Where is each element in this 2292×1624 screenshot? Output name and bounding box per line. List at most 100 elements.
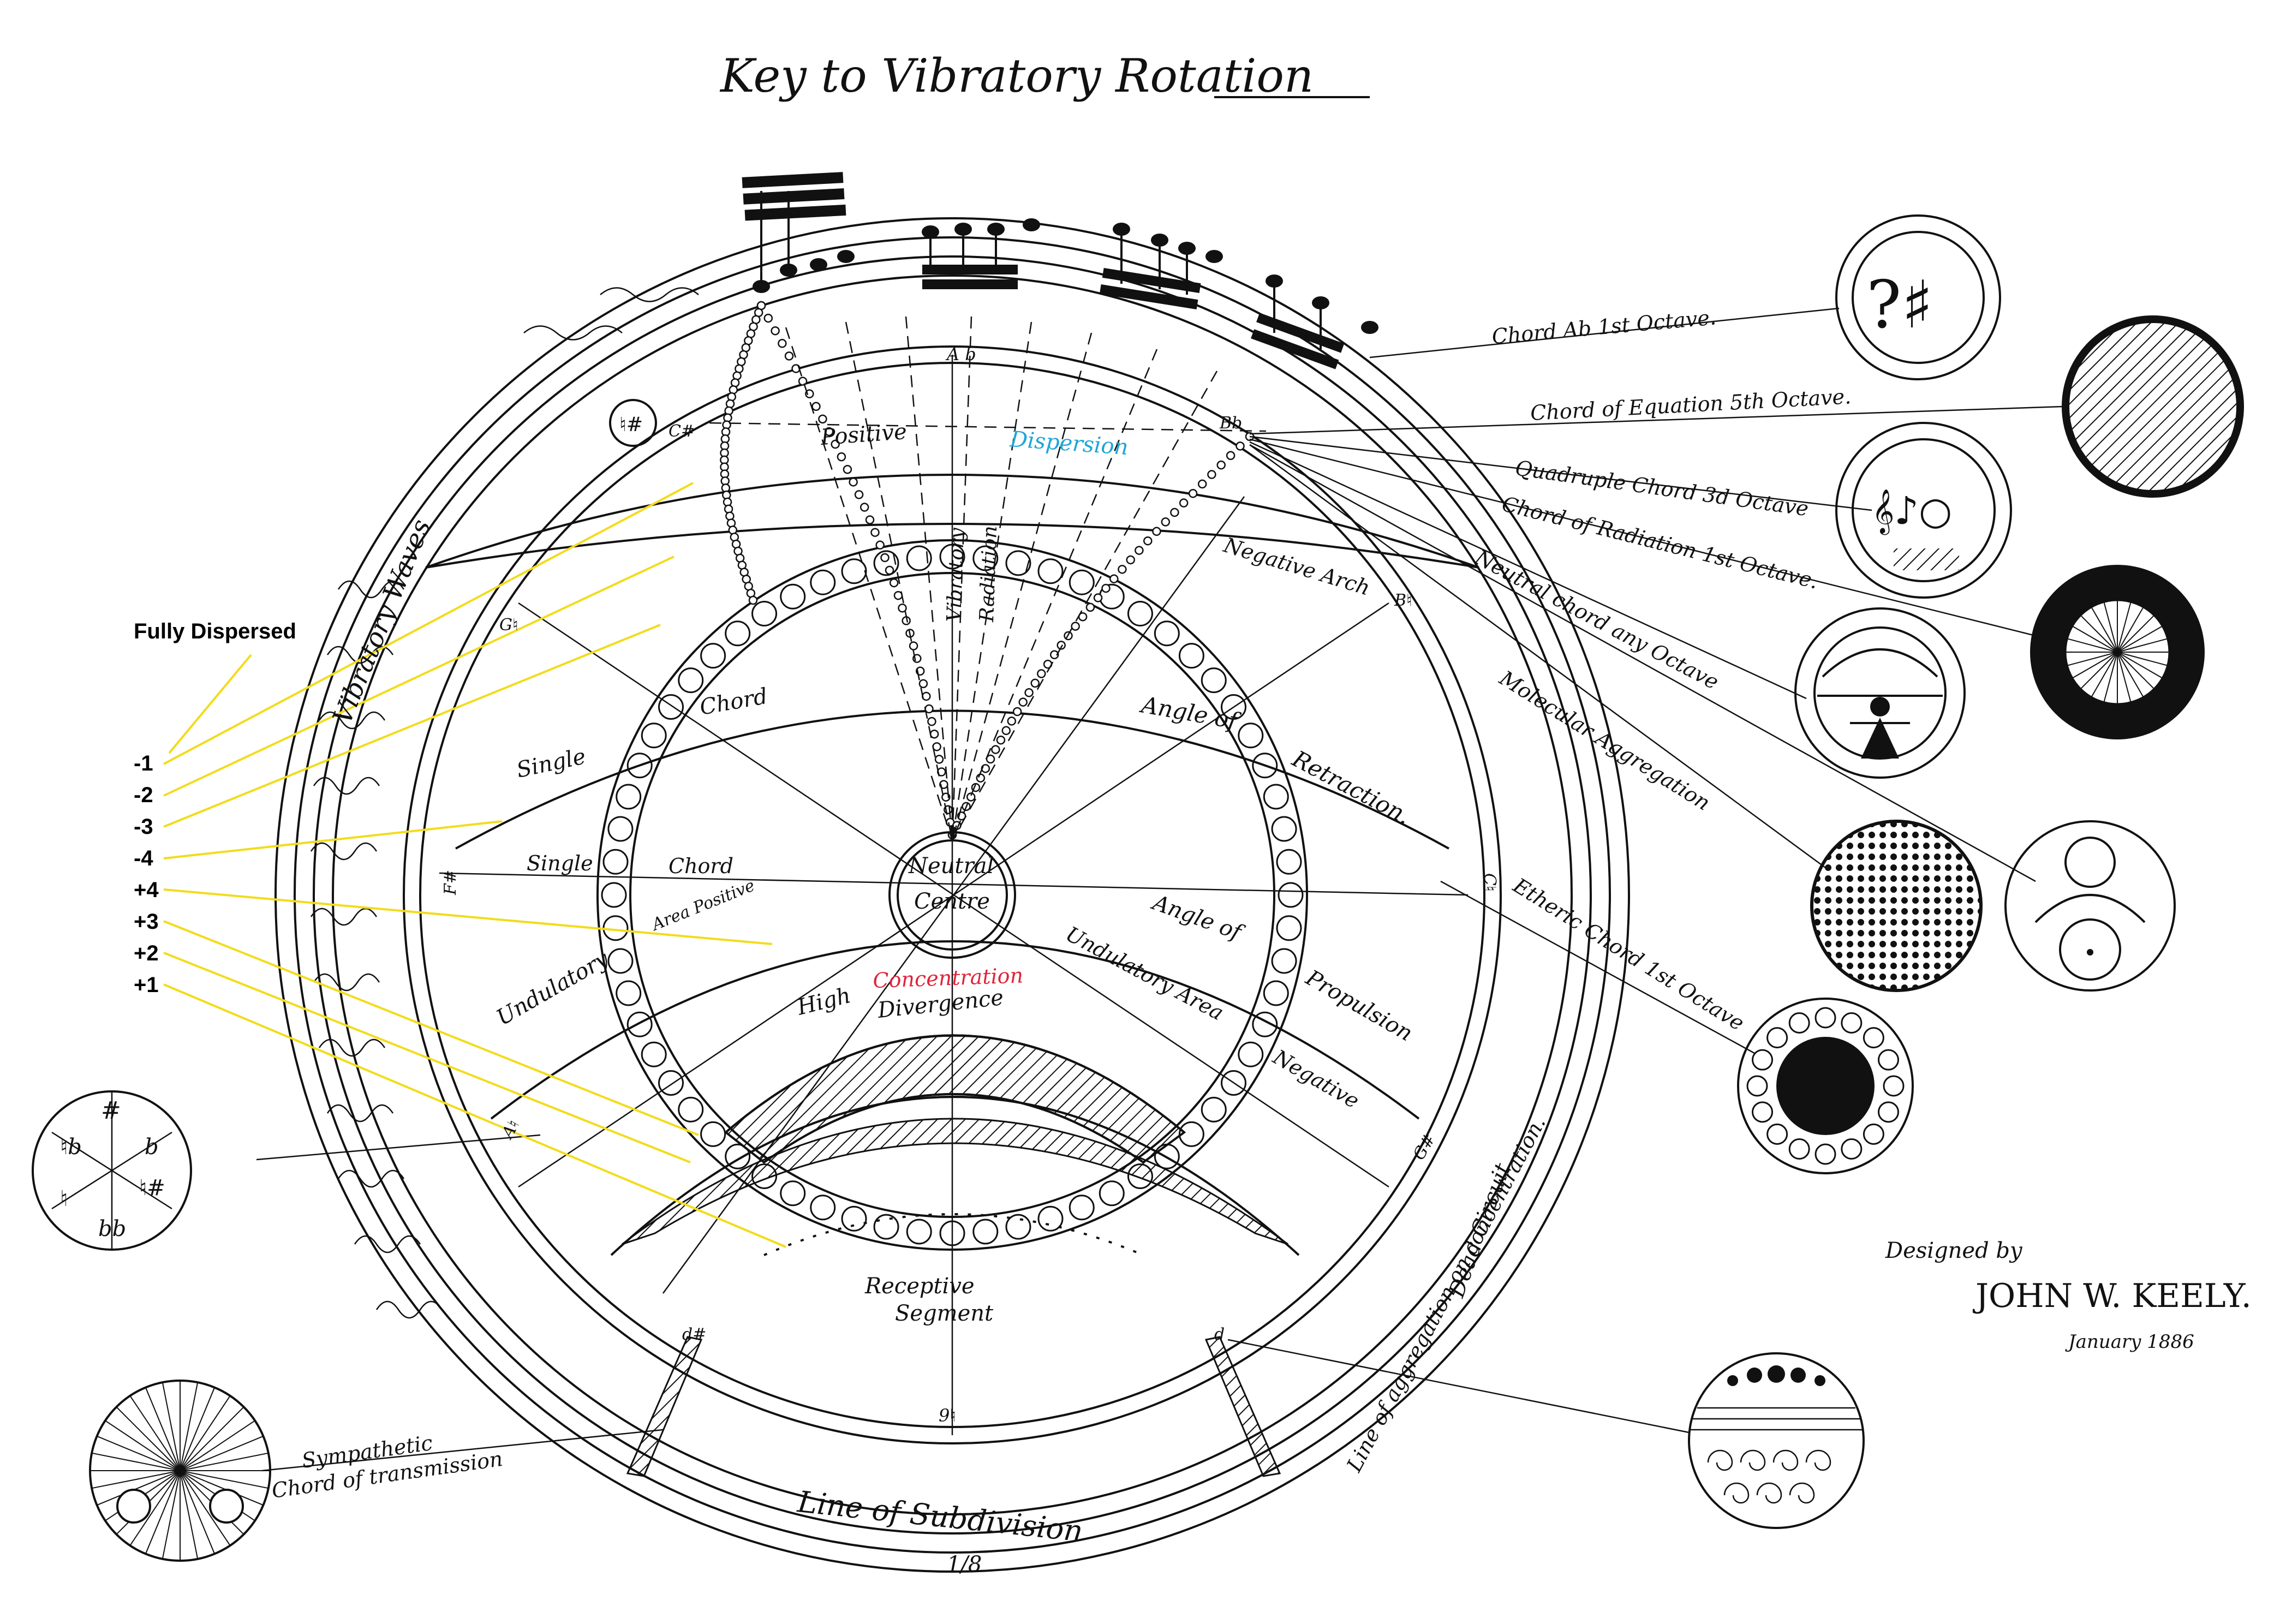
retraction-label: Retraction. — [1287, 745, 1415, 829]
key-symbol: bb — [98, 1216, 126, 1241]
chord-emblems: ?♯ 𝄞♪○ — [1688, 214, 2244, 1529]
ring-bead — [626, 1011, 653, 1037]
ring-bead — [1201, 667, 1227, 694]
note-mark: C# — [668, 422, 695, 441]
dashed-rays — [709, 316, 1267, 841]
ring-bead — [810, 569, 836, 595]
emblem-aggregation — [1688, 1352, 1865, 1529]
etheric-bead — [1863, 1123, 1884, 1145]
angle-of-label: Angle of — [1148, 889, 1248, 946]
etheric-bead — [1752, 1049, 1774, 1071]
undulatory-label: Undulatory — [492, 946, 614, 1030]
note-mark: Bb — [1219, 414, 1242, 433]
musical-notation — [742, 172, 1378, 369]
level-label: +2 — [134, 941, 159, 965]
ring-bead — [1263, 784, 1289, 810]
emblem-chord-of-radiation — [2030, 565, 2205, 739]
etheric-bead — [1814, 1007, 1836, 1029]
ring-bead — [1278, 882, 1304, 908]
ring-bead — [1263, 980, 1289, 1006]
key-symbol: ♮# — [139, 1175, 165, 1201]
note-mark: G♮ — [499, 616, 518, 635]
chain-bead — [1152, 527, 1161, 536]
note-mark: A b — [945, 344, 976, 365]
note-mark: 9♮ — [939, 1405, 956, 1426]
single-label: Single — [527, 851, 593, 875]
level-labels: -1 -2 -3 -4 +4 +3 +2 +1 — [134, 751, 159, 997]
etheric-bead — [1766, 1123, 1788, 1145]
chain-bead — [1216, 460, 1226, 470]
ring-bead — [841, 1205, 867, 1232]
chain-bead — [1024, 688, 1034, 697]
ring-bead — [1005, 550, 1031, 576]
receptive-wedges — [626, 1336, 1281, 1477]
etheric-bead — [1752, 1101, 1774, 1123]
ring-bead — [1276, 915, 1302, 941]
area-positive-label: Area Positive — [648, 876, 757, 935]
ring-bead — [658, 694, 684, 720]
ring-bead — [1271, 816, 1297, 842]
radiation-label: Radiation — [976, 526, 1001, 623]
chord-label: Chord — [668, 854, 733, 878]
dispersion-label: Dispersion — [1008, 427, 1129, 460]
etheric-bead — [1766, 1027, 1788, 1049]
chain-bead — [1085, 602, 1095, 612]
chain-bead — [870, 528, 880, 537]
receptive-label: Receptive — [864, 1274, 975, 1299]
chain-bead — [725, 511, 735, 521]
svg-text:♮#: ♮# — [619, 414, 643, 436]
ring-bead — [972, 1219, 999, 1245]
chain-bead — [763, 313, 773, 323]
key-symbol: b — [145, 1135, 159, 1160]
chain-bead — [771, 326, 780, 336]
ring-bead — [906, 1219, 932, 1245]
ring-bead — [780, 583, 806, 610]
chain-bead — [1030, 678, 1040, 688]
ring-bead — [1069, 569, 1095, 595]
chain-bead — [1071, 622, 1080, 631]
chain-bead — [1037, 669, 1046, 678]
etheric-bead — [1841, 1138, 1863, 1160]
designed-by: Designed by — [1885, 1238, 2023, 1263]
line-of-aggregation-label: Line of aggregation on concentration. — [1342, 1113, 1550, 1477]
emblem-chord-of-equation — [2062, 315, 2244, 498]
ring-bead — [1201, 1096, 1227, 1123]
chain-bead — [843, 464, 852, 474]
chain-bead — [818, 414, 827, 424]
chain-bead — [1235, 441, 1245, 451]
chain-bead — [724, 504, 733, 514]
chain-bead — [966, 792, 976, 802]
concentration-label: Concentration — [873, 963, 1024, 993]
chain-bead — [1049, 650, 1059, 660]
note-mark: C♮ — [1480, 873, 1499, 892]
chain-bead — [860, 503, 869, 512]
emblem-chord-ab: ?♯ — [1835, 214, 2001, 380]
inner-labels: Positive Dispersion Vibratory Radiation … — [270, 419, 1550, 1549]
emblem-etheric-chord — [1737, 998, 1914, 1174]
chord-labels: Chord Ab 1st Octave. Chord of Equation 5… — [1471, 305, 1852, 1035]
chain-bead — [1012, 707, 1022, 717]
chain-bead — [805, 389, 814, 398]
neutral-label: Neutral — [908, 853, 994, 879]
chain-bead — [1007, 717, 1017, 726]
chain-bead — [885, 565, 894, 575]
segment-label: Segment — [895, 1301, 994, 1326]
ring-bead — [841, 558, 867, 584]
key-symbol: ♮b — [60, 1135, 82, 1160]
etheric-bead — [1788, 1138, 1810, 1160]
note-mark: d — [1214, 1325, 1225, 1344]
chain-bead — [798, 377, 808, 386]
chain-bead — [934, 755, 944, 764]
emblem-etheric-ring — [2004, 820, 2176, 992]
etheric-bead — [1841, 1012, 1863, 1034]
vibratory-waves-pattern — [310, 287, 699, 1319]
ring-bead — [700, 1121, 726, 1147]
etheric-bead — [1814, 1143, 1836, 1165]
chord-label: Molecular Aggregation — [1495, 666, 1714, 815]
chord-leaders — [256, 307, 2063, 1472]
chain-bead — [849, 477, 858, 487]
emblem-molecular-aggregation — [1810, 820, 1983, 992]
chain-bead — [778, 339, 787, 348]
key-symbol: # — [101, 1097, 121, 1125]
note-mark: 1/8 — [947, 1552, 982, 1577]
